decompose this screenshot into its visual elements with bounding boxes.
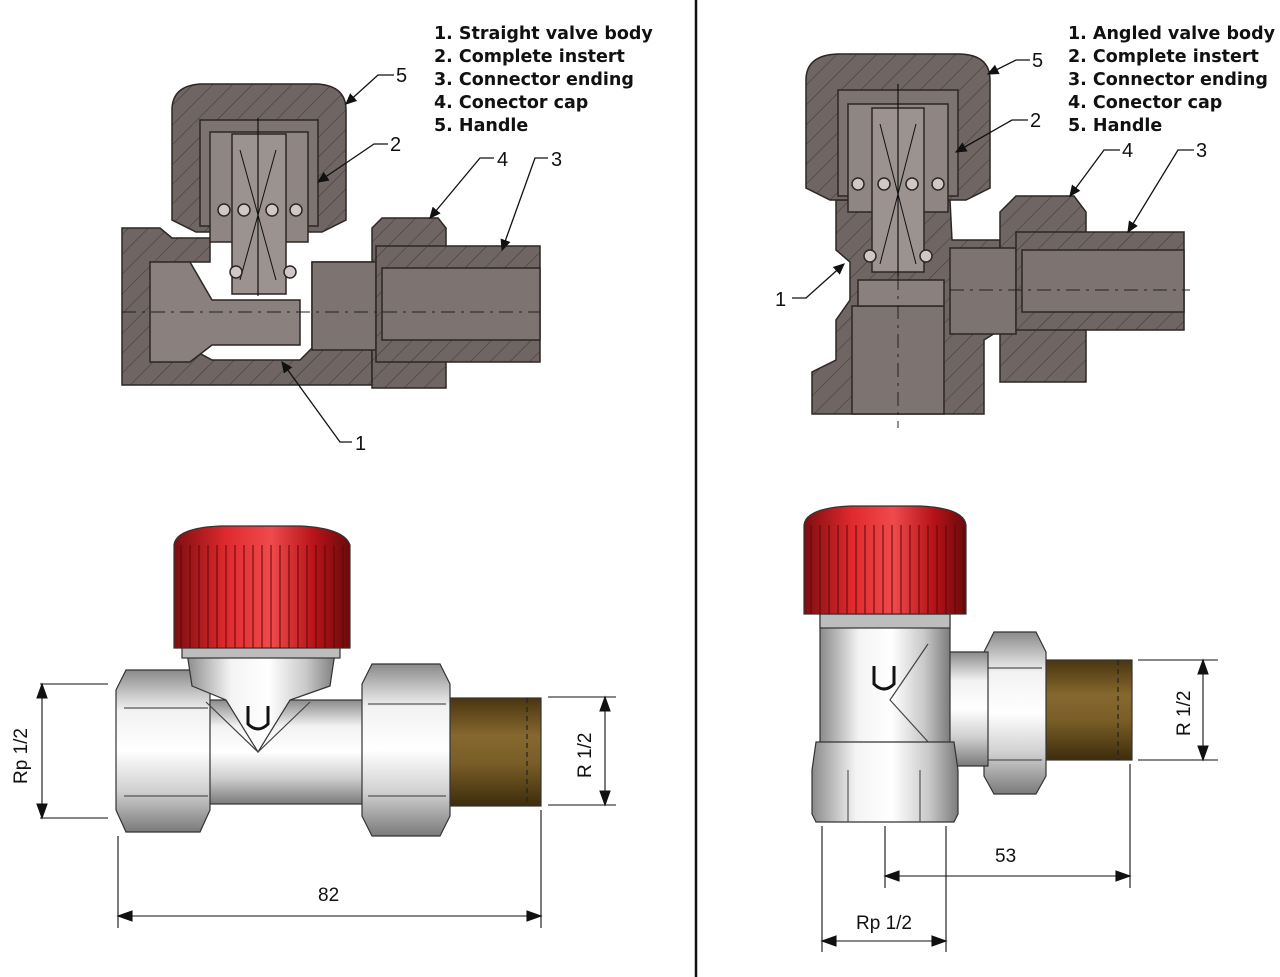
legend-straight-valve: 1. Straight valve body 2. Complete inste… <box>434 23 653 138</box>
callout-3: 3 <box>1196 140 1207 162</box>
angled-valve-render <box>803 505 1133 823</box>
dim-inlet-thread: Rp 1/2 <box>11 728 32 784</box>
callout-leader-4 <box>1069 149 1120 198</box>
callout-leader-5 <box>345 74 394 105</box>
callout-5: 5 <box>396 65 407 87</box>
dim-offset: 53 <box>995 846 1016 867</box>
callout-1: 1 <box>355 433 366 455</box>
angled-valve-section <box>805 53 1190 428</box>
legend-item: 1. Straight valve body <box>434 24 653 44</box>
legend-item: 4. Conector cap <box>1068 93 1223 113</box>
callout-leader-2 <box>316 143 388 183</box>
legend-item: 5. Handle <box>1068 116 1163 136</box>
dim-length: 82 <box>318 885 339 906</box>
legend-item: 3. Connector ending <box>1068 70 1268 90</box>
dim-outlet-thread: R 1/2 <box>575 733 596 778</box>
callout-4: 4 <box>497 149 508 171</box>
angled-dimensions <box>820 658 1218 952</box>
legend-item: 2. Complete instert <box>434 47 625 67</box>
callout-3: 3 <box>551 149 562 171</box>
legend-item: 5. Handle <box>434 116 529 136</box>
callout-5: 5 <box>1032 50 1043 72</box>
straight-valve-section <box>121 83 541 389</box>
callout-2: 2 <box>390 134 401 156</box>
angled-callouts <box>792 59 1194 299</box>
straight-callouts <box>281 74 548 443</box>
callout-leader-5 <box>986 59 1030 75</box>
dim-outlet-thread: R 1/2 <box>1174 691 1195 736</box>
straight-valve-render <box>115 525 542 837</box>
callout-1: 1 <box>775 289 786 311</box>
callout-leader-1 <box>281 360 352 443</box>
legend-item: 4. Conector cap <box>434 93 589 113</box>
straight-dimensions <box>36 682 616 928</box>
callout-leader-4 <box>429 157 494 219</box>
dim-inlet-thread: Rp 1/2 <box>856 913 912 934</box>
callout-leader-3 <box>1127 149 1194 234</box>
legend-angled-valve: 1. Angled valve body 2. Complete instert… <box>1068 23 1275 138</box>
callout-2: 2 <box>1030 110 1041 132</box>
callout-leader-3 <box>500 157 548 252</box>
legend-item: 1. Angled valve body <box>1068 24 1276 44</box>
callout-4: 4 <box>1122 140 1133 162</box>
legend-item: 2. Complete instert <box>1068 47 1259 67</box>
callout-leader-1 <box>792 263 845 299</box>
legend-item: 3. Connector ending <box>434 70 634 90</box>
callout-leader-2 <box>954 119 1028 153</box>
